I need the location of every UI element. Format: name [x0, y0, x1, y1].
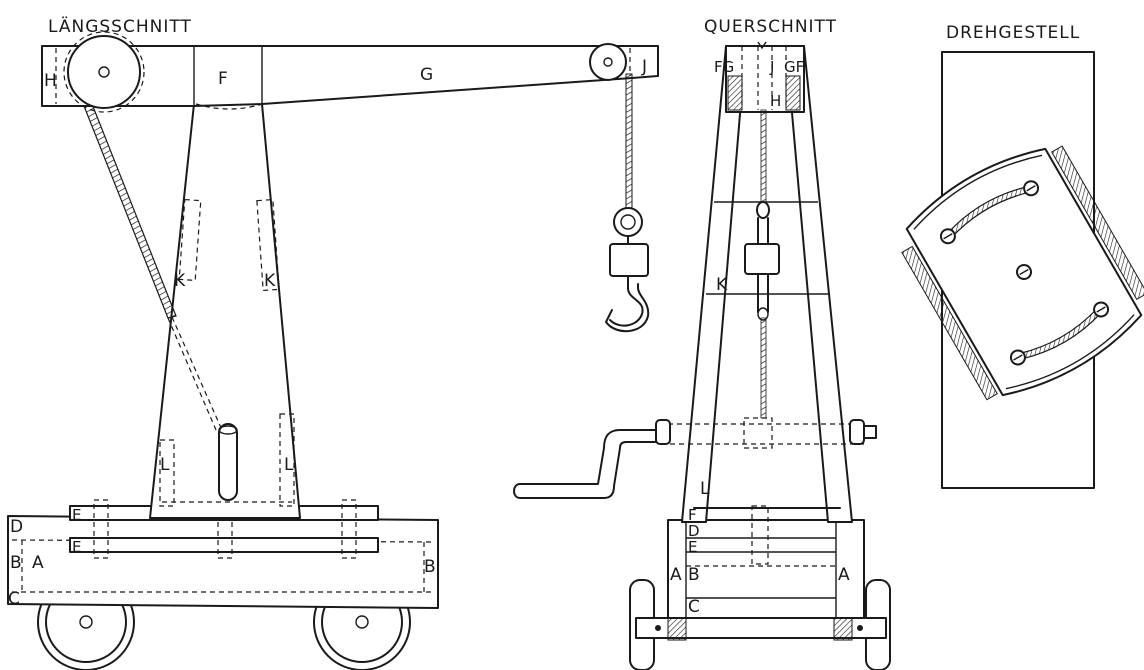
- rope-vertical: [625, 73, 633, 211]
- hook: [605, 207, 650, 332]
- label-g: G: [420, 65, 433, 85]
- label-f: F: [218, 69, 228, 89]
- bogie-view: DREHGESTELL: [901, 23, 1144, 489]
- rope-diagonal: [83, 103, 177, 319]
- label-k-right: K: [264, 271, 276, 291]
- longitudinal-section: H F G J K K L L E D E B A B C LÄNGSSCHNI…: [7, 16, 659, 670]
- cross-label-d: D: [688, 522, 700, 540]
- label-j: J: [641, 57, 647, 77]
- pulley-left: [63, 31, 145, 113]
- cross-label-fg: FG: [714, 58, 734, 76]
- label-e-top: E: [72, 506, 81, 524]
- label-c: C: [8, 589, 20, 609]
- crane-column: [149, 103, 301, 519]
- cross-label-l: L: [700, 479, 710, 499]
- title-bogie: DREHGESTELL: [946, 23, 1080, 43]
- cross-label-b: B: [688, 565, 700, 585]
- cross-label-a-right: A: [838, 565, 850, 585]
- cross-crank: [513, 417, 877, 499]
- bogie-turntable: [901, 145, 1144, 401]
- crane-boom: [41, 45, 659, 110]
- label-a: A: [32, 553, 44, 573]
- cross-top-block: [725, 41, 805, 113]
- cross-label-a-left: A: [670, 565, 682, 585]
- label-h: H: [44, 71, 57, 91]
- cross-section: QUERSCHNITT: [513, 17, 891, 670]
- label-b-left: B: [10, 553, 22, 573]
- title-cross: QUERSCHNITT: [704, 17, 837, 37]
- cross-label-e: E: [688, 538, 697, 556]
- cross-lower-frame: [667, 505, 865, 619]
- label-k-left: K: [174, 271, 186, 291]
- title-longitudinal: LÄNGSSCHNITT: [48, 16, 192, 37]
- cross-label-j: J: [769, 58, 774, 76]
- cross-labels: FG J GF H K L F D E A B A C: [670, 58, 850, 617]
- label-l-left: L: [160, 455, 170, 475]
- label-b-right: B: [424, 557, 436, 577]
- longitudinal-labels: H F G J K K L L E D E B A B C: [8, 57, 647, 609]
- cross-label-c: C: [688, 597, 700, 617]
- cross-label-gf: GF: [784, 58, 804, 76]
- plates-e: [69, 505, 379, 553]
- label-d: D: [10, 517, 23, 537]
- label-l-right: L: [284, 455, 294, 475]
- cross-label-f: F: [688, 506, 697, 524]
- cross-label-h: H: [770, 92, 781, 110]
- cross-rope: [744, 109, 780, 419]
- cross-label-k: K: [716, 275, 728, 295]
- label-e-bottom: E: [72, 538, 81, 556]
- pulley-right: [589, 43, 627, 81]
- base-frame: [7, 515, 439, 609]
- cross-axle: [635, 613, 887, 641]
